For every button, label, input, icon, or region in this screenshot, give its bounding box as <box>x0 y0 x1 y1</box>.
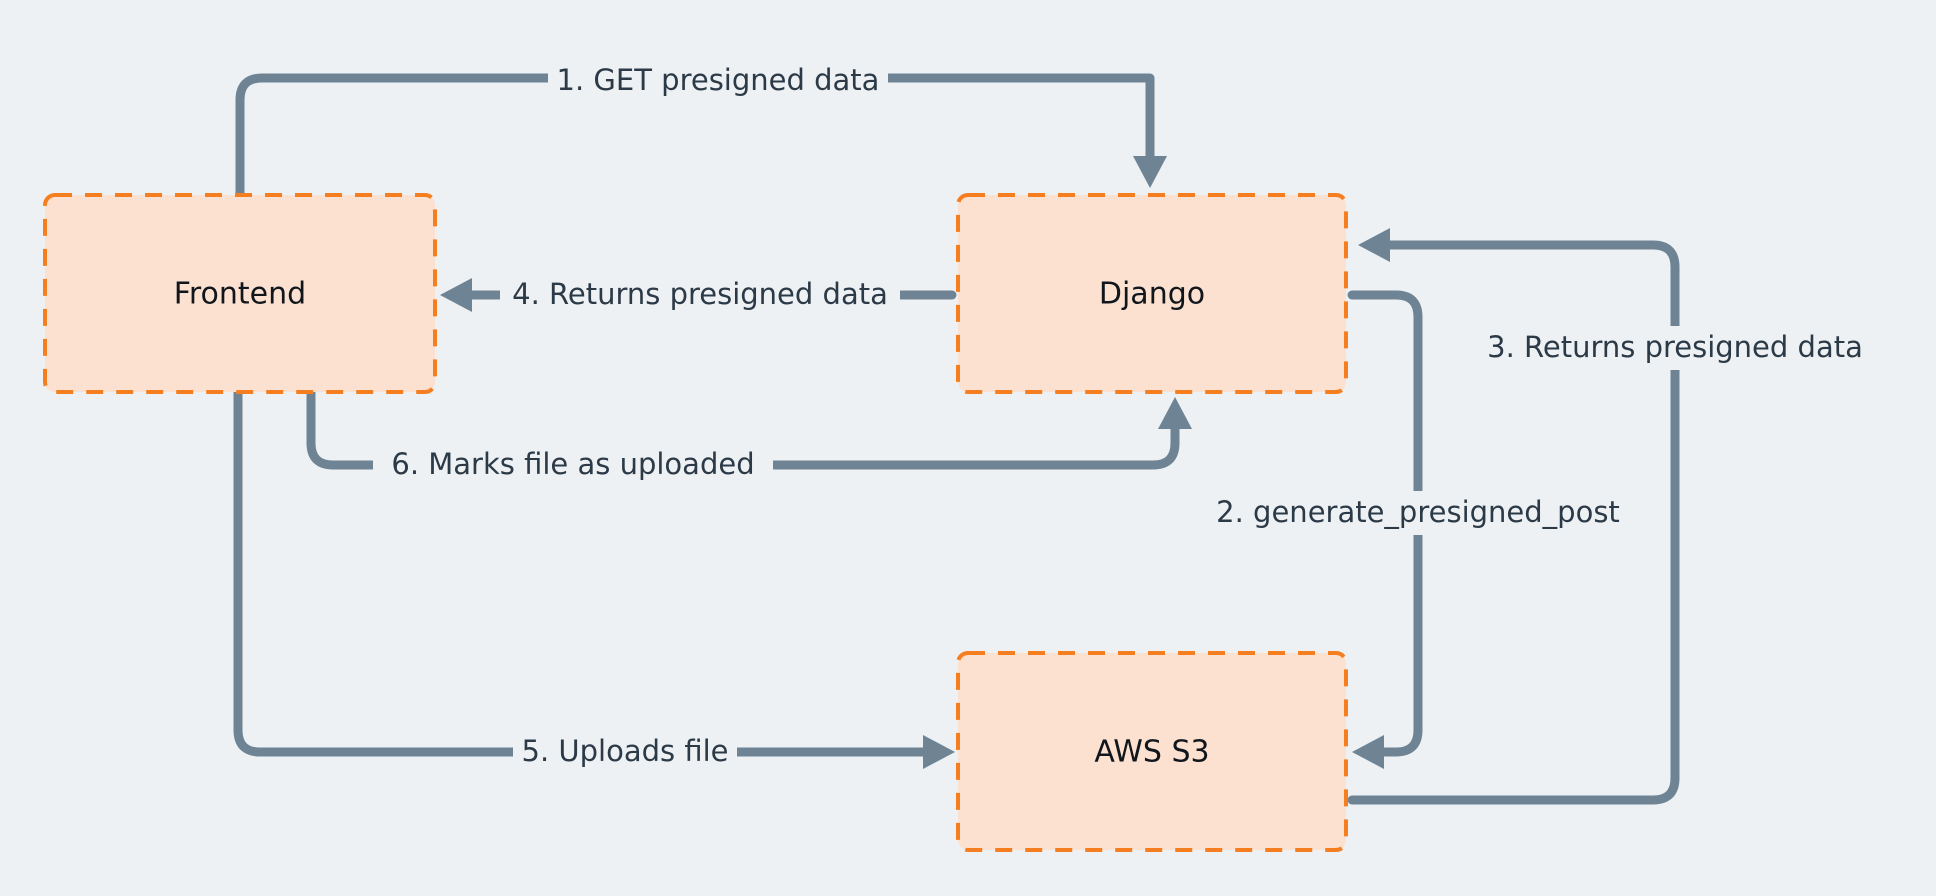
edge-6-label-group: 6. Marks file as uploaded <box>373 443 773 487</box>
edge-2-label-group: 2. generate_presigned_post <box>1203 491 1633 535</box>
edge-3-label: 3. Returns presigned data <box>1487 330 1863 364</box>
node-frontend-box[interactable] <box>43 193 437 394</box>
node-aws-s3-box[interactable] <box>956 651 1348 852</box>
edge-4-label-bg <box>500 273 900 317</box>
node-django-label: Django <box>1099 277 1205 312</box>
edge-1-label: 1. GET presigned data <box>557 63 880 97</box>
edge-1-label-bg <box>548 59 888 103</box>
edge-3-returns-presigned-data <box>1347 228 1680 805</box>
edge-3-line <box>1347 240 1680 805</box>
node-django[interactable]: Django <box>956 193 1348 394</box>
edge-4-label: 4. Returns presigned data <box>512 277 888 311</box>
edge-3-label-group: 3. Returns presigned data <box>1475 326 1875 370</box>
edge-3-arrowhead <box>1358 228 1390 262</box>
edge-1-label-group: 1. GET presigned data <box>548 59 888 103</box>
edge-5-label-group: 5. Uploads file <box>513 730 737 774</box>
edge-6-label: 6. Marks file as uploaded <box>391 447 754 481</box>
edge-5-uploads-file <box>233 387 955 769</box>
edge-4-arrowhead <box>440 278 472 312</box>
edge-6-arrowhead <box>1158 397 1192 429</box>
edge-3-label-bg <box>1475 326 1875 370</box>
edge-5-arrowhead <box>923 735 955 769</box>
node-frontend[interactable]: Frontend <box>43 193 437 394</box>
node-aws-s3-label: AWS S3 <box>1094 735 1209 770</box>
edge-4-label-group: 4. Returns presigned data <box>500 273 900 317</box>
edge-5-line <box>233 387 930 757</box>
node-frontend-label: Frontend <box>174 277 306 312</box>
node-django-box[interactable] <box>956 193 1348 394</box>
edge-5-label: 5. Uploads file <box>522 734 729 768</box>
edge-6-label-bg <box>373 443 773 487</box>
edge-2-label: 2. generate_presigned_post <box>1216 495 1620 529</box>
edge-2-label-bg <box>1203 491 1633 535</box>
node-aws-s3[interactable]: AWS S3 <box>956 651 1348 852</box>
edge-5-label-bg <box>513 730 737 774</box>
edge-2-arrowhead <box>1352 735 1384 769</box>
edge-1-arrowhead <box>1133 156 1167 188</box>
